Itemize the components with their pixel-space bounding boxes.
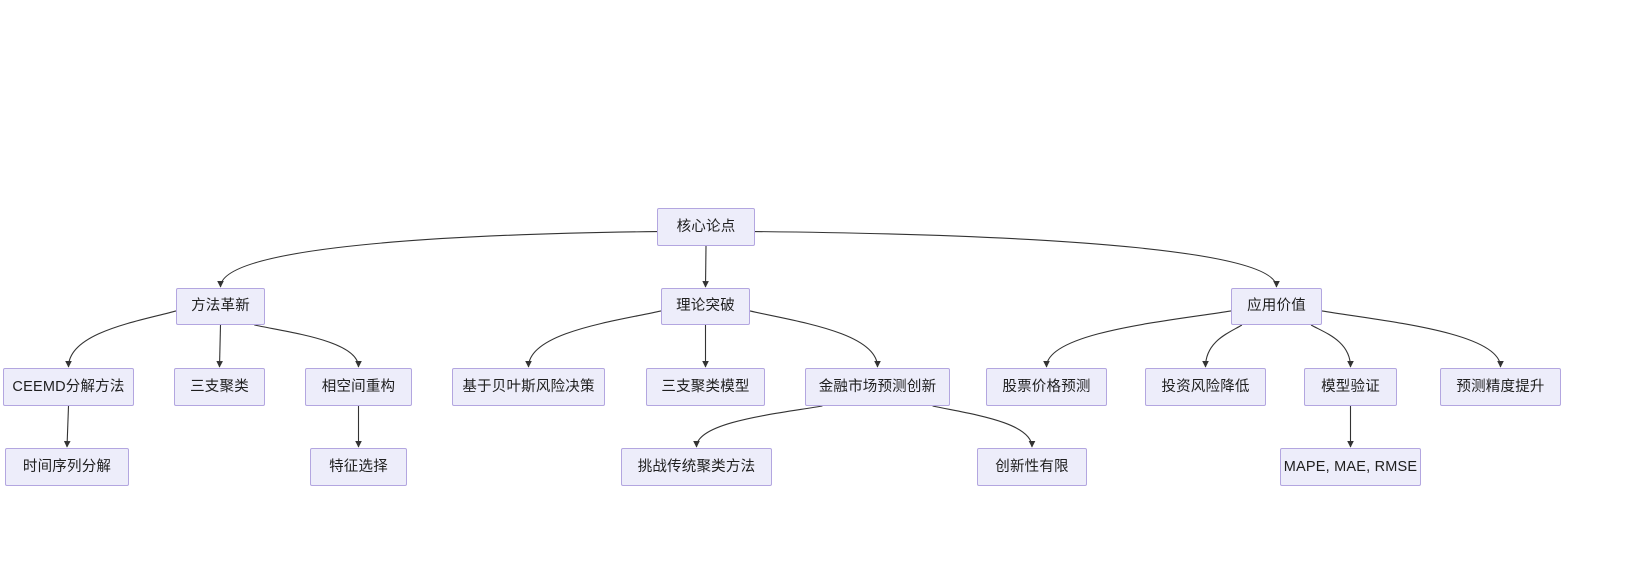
node-c10[interactable]: 预测精度提升 [1440,368,1561,406]
node-label: 核心论点 [676,218,736,235]
node-label: 创新性有限 [995,458,1069,475]
node-label: 理论突破 [676,298,735,315]
node-d1[interactable]: 时间序列分解 [5,448,129,486]
edge-paths [63,231,1504,448]
node-label: 方法革新 [191,298,250,315]
node-d5[interactable]: MAPE, MAE, RMSE [1280,448,1421,486]
node-c5[interactable]: 三支聚类模型 [646,368,765,406]
node-label: 相空间重构 [321,378,396,395]
edge-c6-to-d4 [932,405,1036,448]
edge-b1-to-c3 [254,324,362,368]
node-b1[interactable]: 方法革新 [176,288,265,325]
node-label: 特征选择 [329,458,388,475]
node-label: 金融市场预测创新 [818,378,937,395]
edge-b3-to-c8 [1202,324,1243,368]
node-c1[interactable]: CEEMD分解方法 [3,368,134,406]
node-d4[interactable]: 创新性有限 [977,448,1087,486]
node-label: 预测精度提升 [1456,378,1545,395]
edge-root-to-b2 [702,245,709,288]
node-label: 股票价格预测 [1002,378,1091,395]
node-label: 挑战传统聚类方法 [637,458,756,475]
edge-b3-to-c10 [1321,310,1504,368]
edge-root-to-b1 [217,231,658,288]
node-label: 时间序列分解 [22,458,112,475]
edge-b1-to-c1 [65,310,177,368]
node-label: 应用价值 [1247,298,1306,315]
node-c9[interactable]: 模型验证 [1304,368,1397,406]
node-c8[interactable]: 投资风险降低 [1145,368,1266,406]
node-b3[interactable]: 应用价值 [1231,288,1322,325]
edge-b2-to-c6 [749,310,881,368]
node-label: 基于贝叶斯风险决策 [462,378,595,395]
node-c6[interactable]: 金融市场预测创新 [805,368,950,406]
node-c3[interactable]: 相空间重构 [305,368,412,406]
node-c2[interactable]: 三支聚类 [174,368,265,406]
edge-root-to-b3 [754,231,1280,288]
node-label: CEEMD分解方法 [12,378,125,395]
node-d3[interactable]: 挑战传统聚类方法 [621,448,772,486]
edge-b3-to-c7 [1043,310,1232,368]
node-root[interactable]: 核心论点 [657,208,755,246]
node-label: MAPE, MAE, RMSE [1283,458,1418,475]
edge-b1-to-c2 [216,324,223,368]
edge-b2-to-c4 [525,310,662,368]
edge-c1-to-d1 [63,405,71,448]
node-label: 三支聚类 [190,378,249,395]
node-label: 模型验证 [1321,378,1380,395]
node-c4[interactable]: 基于贝叶斯风险决策 [452,368,605,406]
node-label: 投资风险降低 [1161,378,1250,395]
edge-b3-to-c9 [1310,324,1354,368]
edge-c6-to-d3 [693,405,823,448]
node-label: 三支聚类模型 [661,378,750,395]
node-b2[interactable]: 理论突破 [661,288,750,325]
node-c7[interactable]: 股票价格预测 [986,368,1107,406]
node-d2[interactable]: 特征选择 [310,448,407,486]
